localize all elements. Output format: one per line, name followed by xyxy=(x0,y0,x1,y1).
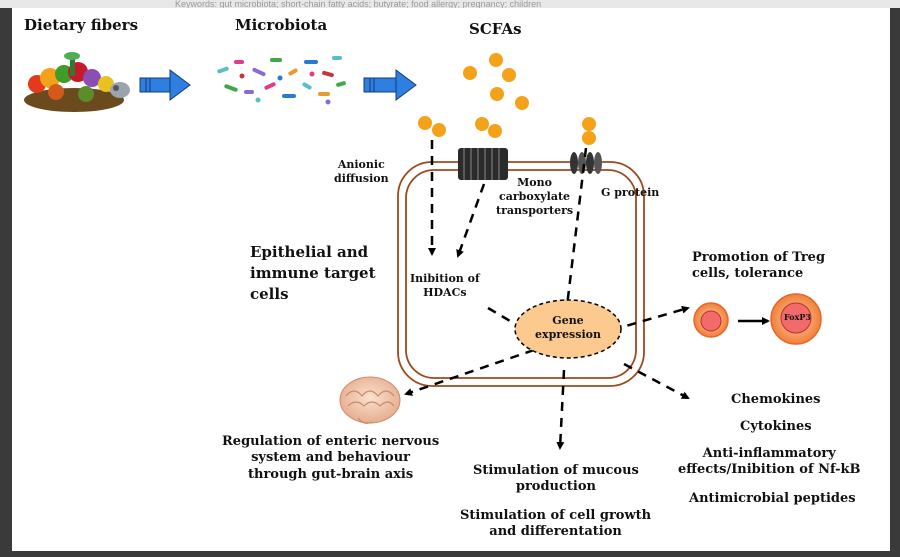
label-antimicrobial: Antimicrobial peptides xyxy=(689,491,856,506)
label-target-cells: Epithelial and immune target cells xyxy=(250,243,376,303)
label-chemokines: Chemokines xyxy=(731,392,821,407)
label-mucous: Stimulation of mucous production xyxy=(473,463,639,495)
label-g-protein: G protein xyxy=(601,186,660,199)
label-foxp3: FoxP3 xyxy=(784,312,811,322)
treg-cells xyxy=(693,293,822,345)
blue-arrow-1 xyxy=(139,69,191,101)
brain-icon xyxy=(339,376,401,424)
scfa-molecules xyxy=(463,53,529,110)
cell-membrane xyxy=(397,161,645,387)
label-microbiota: Microbiota xyxy=(235,16,328,34)
gene-expression-node xyxy=(514,299,622,359)
header-strip: Keywords: gut microbiota; short-chain fa… xyxy=(0,0,900,8)
blue-arrow-2 xyxy=(363,69,417,101)
label-enteric-nervous: Regulation of enteric nervous system and… xyxy=(222,434,440,482)
diagram-canvas: Dietary fibers Microbiota SCFAs Anionic … xyxy=(12,8,890,551)
mct-transporter xyxy=(458,148,508,180)
label-mct: Mono carboxylate transporters xyxy=(496,176,574,217)
microbiota-image xyxy=(217,56,346,105)
label-hdac: Inibition of HDACs xyxy=(410,272,480,299)
diagram-graphics xyxy=(24,52,822,450)
label-anti-inflammatory: Anti-inflammatory effects/Inibition of N… xyxy=(678,446,861,478)
label-treg: Promotion of Treg cells, tolerance xyxy=(692,250,826,282)
scfa-entering xyxy=(418,116,596,145)
label-gene-expression: Gene expression xyxy=(535,314,601,341)
label-cell-growth: Stimulation of cell growth and different… xyxy=(460,508,652,540)
label-dietary-fibers: Dietary fibers xyxy=(24,16,139,34)
label-scfas: SCFAs xyxy=(469,20,522,38)
label-cytokines: Cytokines xyxy=(740,419,812,434)
label-anionic-diffusion: Anionic diffusion xyxy=(334,158,389,185)
dietary-fibers-image xyxy=(24,52,130,112)
